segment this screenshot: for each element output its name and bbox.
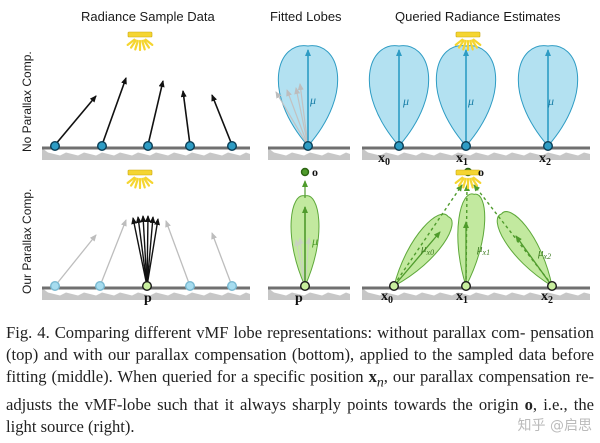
sample-arrow-top-1 — [101, 77, 127, 146]
query-mu-label-top-1: μ — [467, 94, 474, 108]
column-title-queried-estimates: Queried Radiance Estimates — [395, 9, 561, 24]
ground-top-middle-texture — [268, 148, 350, 160]
query-lobe-bottom-1 — [457, 193, 486, 288]
sample-arrow-bottom-0 — [131, 217, 148, 287]
ground-bottom-right-texture — [362, 288, 590, 300]
fit-point-label-left: p — [144, 291, 152, 306]
query-point-top-0 — [394, 140, 405, 151]
query-point-bottom-0 — [389, 281, 400, 292]
query-point-label-top-1: x1 — [456, 151, 468, 168]
figure-caption: Fig. 4. Comparing different vMF lobe rep… — [6, 322, 594, 438]
light-source-bottom-left — [126, 169, 154, 190]
sample-point-top-1 — [96, 140, 107, 151]
fit-point-bottom — [300, 281, 311, 292]
sample-arrow-bottom-4 — [146, 216, 156, 287]
caption-line-5a: sharply points towards the origin — [292, 394, 525, 414]
ground-bottom-middle-texture — [268, 288, 350, 300]
row-label-our-parallax: Our Parallax Comp. — [20, 188, 34, 294]
fit-mu-label-bottom: μ — [311, 234, 318, 248]
query-point-label-bottom-1: x1 — [456, 289, 468, 306]
watermark: 知乎 @启思 — [517, 418, 592, 434]
light-source-bottom-right — [454, 169, 482, 190]
sample-arrow-top-4 — [211, 94, 233, 146]
caption-line-1: Comparing different vMF lobe representat… — [54, 323, 526, 342]
origin-point-middle — [300, 167, 310, 177]
sample-arrow-bottom-gray-1 — [99, 219, 127, 287]
query-dashed-arrow-0 — [393, 184, 463, 286]
caption-line-5b: , i.e., the light source (right). — [6, 394, 594, 437]
fit-sample-arrow-top-1 — [286, 89, 309, 147]
query-point-top-2 — [543, 140, 554, 151]
sample-point-bottom-2 — [184, 281, 195, 292]
sample-arrow-bottom-2 — [140, 215, 148, 287]
ground-top-right-texture — [362, 148, 590, 160]
sample-arrow-top-3 — [180, 90, 191, 146]
light-source-top-left — [126, 31, 154, 52]
fit-sample-arrow-top-3 — [297, 83, 309, 147]
light-source-top-right — [454, 31, 482, 52]
query-mu-sub-label-0: μx0 — [420, 243, 434, 257]
caption-label: Fig. 4. — [6, 323, 50, 342]
fit-sample-arrow-top-0 — [275, 91, 309, 147]
query-point-label-bottom-0: x0 — [381, 289, 393, 306]
fit-sample-arrow-bottom-0 — [294, 239, 306, 287]
sample-arrow-bottom-5 — [146, 218, 160, 287]
origin-label-right: o — [478, 165, 484, 179]
sample-point-top-2 — [142, 140, 153, 151]
sample-arrow-bottom-gray-2 — [165, 220, 191, 287]
fit-sample-arrow-bottom-1 — [297, 237, 306, 287]
ground-top-left-texture — [42, 148, 250, 160]
sample-point-bottom-1 — [94, 281, 105, 292]
query-point-bottom-1 — [461, 281, 472, 292]
query-point-bottom-2 — [547, 281, 558, 292]
caption-line-3: sampled data before fitting (middle). Wh… — [6, 345, 595, 387]
caption-var-x: x — [368, 367, 377, 387]
sample-point-top-0 — [50, 140, 61, 151]
query-mu-label-top-2: μ — [547, 94, 554, 108]
caption-var-o: o — [524, 394, 533, 414]
sample-arrow-bottom-gray-0 — [54, 234, 97, 287]
fit-sample-arrow-top-2 — [294, 87, 309, 147]
sample-point-bottom-p — [141, 281, 152, 292]
sample-arrow-top-0 — [54, 95, 97, 146]
sample-point-bottom-3 — [226, 281, 237, 292]
query-mean-arrow-bottom-0 — [393, 231, 441, 287]
ground-bottom-left-texture — [42, 288, 250, 300]
sample-point-bottom-0 — [50, 281, 61, 292]
query-point-label-bottom-2: x2 — [541, 289, 553, 306]
sample-point-top-4 — [226, 140, 237, 151]
query-mu-sub-label-1: μx1 — [476, 243, 490, 257]
query-mean-arrow-bottom-2 — [515, 235, 553, 287]
query-point-label-top-2: x2 — [539, 151, 551, 168]
fit-point-label-middle: p — [295, 291, 303, 306]
fit-point-top — [303, 140, 314, 151]
row-label-no-parallax: No Parallax Comp. — [20, 51, 34, 152]
figure: Radiance Sample Data Fitted Lobes Querie… — [20, 9, 590, 306]
column-title-fitted-lobes: Fitted Lobes — [270, 9, 342, 24]
caption-line-2: pensation (top) and with our parallax co… — [6, 323, 594, 365]
sample-arrow-top-2 — [147, 80, 165, 146]
sample-arrow-bottom-3 — [144, 215, 151, 287]
fit-mu-label-top: μ — [309, 93, 316, 107]
figure-diagram: μ μ μ μ μ x0 x1 x2 x0 x1 x2 μx0 μx1 μx2 … — [42, 31, 590, 306]
query-point-top-1 — [461, 140, 472, 151]
column-title-sample-data: Radiance Sample Data — [81, 9, 215, 24]
origin-label-middle: o — [312, 165, 318, 179]
sample-arrow-bottom-gray-3 — [211, 232, 233, 287]
query-point-label-top-0: x0 — [378, 151, 390, 168]
sample-point-top-3 — [184, 140, 195, 151]
caption-var-x-sub: n — [376, 374, 384, 390]
query-mu-label-top-0: μ — [402, 94, 409, 108]
caption-line-4: , our parallax compensation re-adjusts t… — [6, 367, 594, 414]
query-mu-sub-label-2: μx2 — [537, 247, 551, 261]
sample-arrow-bottom-1 — [135, 216, 148, 287]
